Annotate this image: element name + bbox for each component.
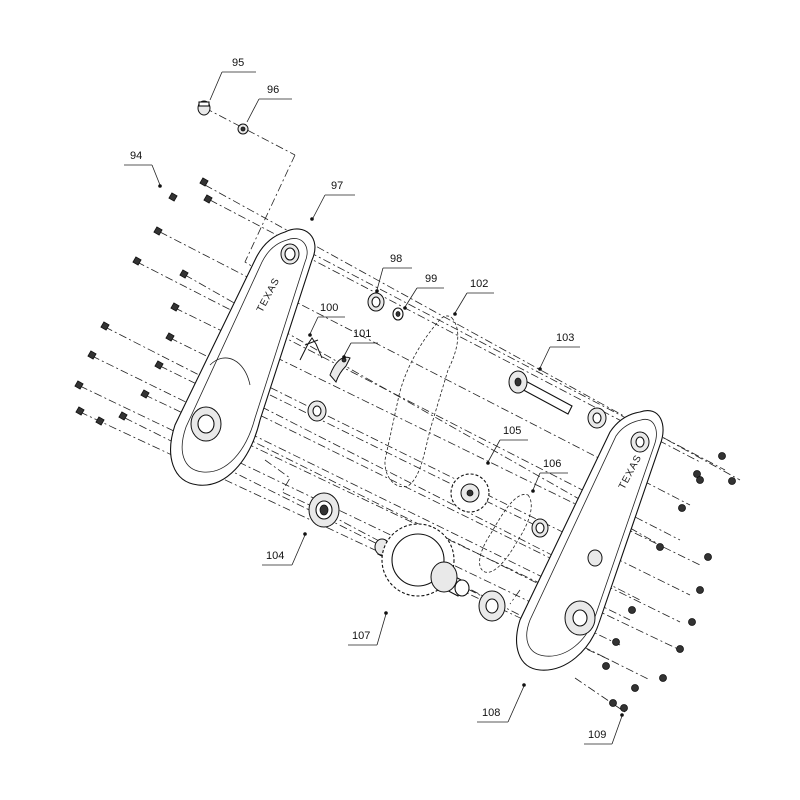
bolt (74, 380, 84, 390)
part-106-chain (479, 494, 532, 573)
nut (631, 684, 639, 692)
bolt (153, 226, 163, 236)
part-108-right-cover: TEXAS (516, 410, 664, 671)
nut (602, 662, 610, 670)
part-101-tensioner (329, 356, 351, 383)
part-98-bearing (367, 292, 385, 312)
nut (688, 618, 696, 626)
callouts: 95 96 94 97 98 99 102 100 (124, 57, 624, 745)
label-107: 107 (352, 630, 370, 642)
nut (718, 452, 726, 460)
bolt (199, 177, 209, 187)
nut (612, 638, 620, 646)
part-105-sprocket (450, 473, 490, 513)
nut (676, 645, 684, 653)
label-95: 95 (232, 57, 244, 69)
label-103: 103 (556, 332, 574, 344)
nut (656, 543, 664, 551)
nut (628, 606, 636, 614)
label-100: 100 (320, 302, 338, 314)
label-104: 104 (266, 550, 284, 562)
label-102: 102 (470, 278, 488, 290)
part-109-nuts (602, 452, 736, 712)
nut (659, 674, 667, 682)
label-99: 99 (425, 273, 437, 285)
part-107-sprocket-shaft (374, 523, 470, 597)
nut (693, 470, 701, 478)
part-100-spring (299, 337, 323, 361)
part-99-washer (392, 307, 404, 321)
bearing-lower-right (478, 590, 506, 622)
bolt (170, 302, 180, 312)
nut (609, 699, 617, 707)
bolt (132, 256, 142, 266)
label-109: 109 (588, 729, 606, 741)
bolt (154, 360, 164, 370)
label-101: 101 (353, 328, 371, 340)
bearing-mid-left (307, 400, 327, 422)
bolt (179, 269, 189, 279)
bolt (100, 321, 110, 331)
part-97-left-cover: TEXAS (170, 228, 316, 486)
nut (728, 477, 736, 485)
nut (678, 504, 686, 512)
label-94: 94 (130, 150, 142, 162)
part-104-bearing (308, 492, 340, 528)
label-98: 98 (390, 253, 402, 265)
bearing-mid-right (531, 518, 549, 538)
label-105: 105 (503, 425, 521, 437)
bolt (165, 332, 175, 342)
bolt (75, 406, 85, 416)
bolt (168, 192, 178, 202)
nut (704, 553, 712, 561)
part-102-chain (384, 315, 459, 488)
bolt (87, 350, 97, 360)
part-96-plug (237, 123, 249, 135)
part-95-cap (197, 100, 211, 116)
nut (620, 704, 628, 712)
bolt (203, 194, 213, 204)
part-103-shaft (508, 370, 573, 415)
label-106: 106 (543, 458, 561, 470)
assembly-axis-lines (79, 107, 741, 713)
part-94-bolts (74, 177, 213, 426)
nut (696, 476, 704, 484)
bolt (118, 411, 128, 421)
label-96: 96 (267, 84, 279, 96)
bearing-right-top (587, 407, 607, 429)
label-108: 108 (482, 707, 500, 719)
nut (696, 586, 704, 594)
label-97: 97 (331, 180, 343, 192)
bolt (95, 416, 105, 426)
bolt (140, 389, 150, 399)
